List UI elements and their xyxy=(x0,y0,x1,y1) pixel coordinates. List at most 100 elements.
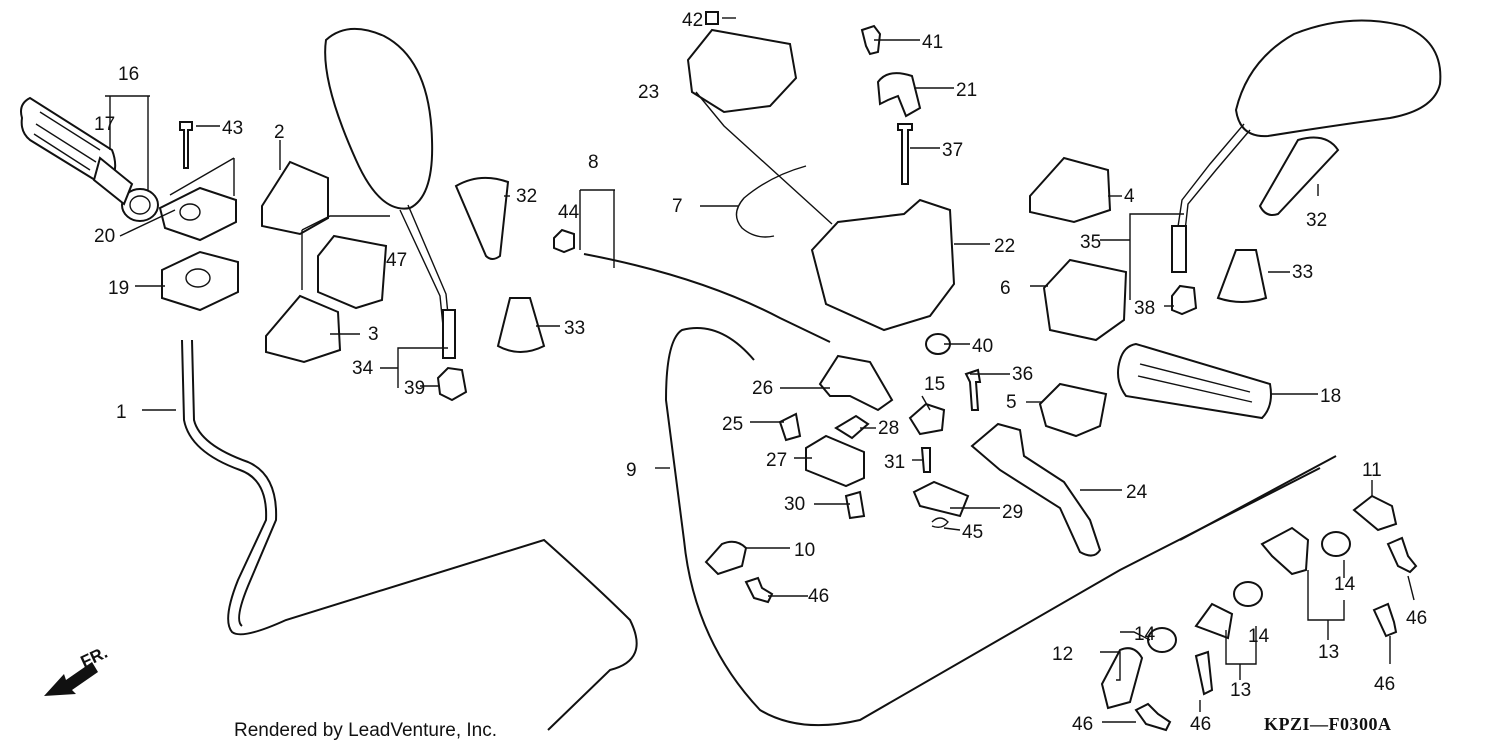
throttle-housing-drawing xyxy=(158,186,239,312)
callout-label: 18 xyxy=(1320,386,1341,407)
grommet-14-c-drawing xyxy=(1147,627,1177,653)
callout-label: 17 xyxy=(94,114,115,135)
grommet-14-b-drawing xyxy=(1233,581,1263,607)
bolt-46-bottom-a-drawing xyxy=(1194,650,1214,696)
callout-label: 46 xyxy=(1072,714,1093,735)
callout-label: 15 xyxy=(924,374,945,395)
callout-label: 38 xyxy=(1134,298,1155,319)
callout-label: 8 xyxy=(588,152,599,173)
callout-label: 19 xyxy=(108,278,129,299)
clamp-21-drawing xyxy=(876,72,922,118)
front-direction-arrow xyxy=(44,662,98,696)
callout-label: 27 xyxy=(766,450,787,471)
callout-label: 22 xyxy=(994,236,1015,257)
callout-labels: 1 2 3 4 5 6 7 8 9 10 11 12 13 13 13 14 1… xyxy=(94,10,1427,735)
wire-7-drawing xyxy=(735,165,807,238)
callout-label: 14 xyxy=(1334,574,1356,595)
callout-label: 10 xyxy=(794,540,815,561)
callout-label: 6 xyxy=(1000,278,1011,299)
clip-45-drawing xyxy=(931,517,949,529)
clamp-12-drawing xyxy=(1100,647,1144,710)
nut-44-drawing xyxy=(553,228,575,254)
callout-label: 12 xyxy=(1052,644,1073,665)
diagram-code: KPZI—F0300A xyxy=(1264,714,1392,734)
callout-label: 47 xyxy=(386,250,407,271)
callout-label: 2 xyxy=(274,122,285,143)
bracket-29-drawing xyxy=(912,480,970,518)
callout-label: 20 xyxy=(94,226,115,247)
grommet-14-a-drawing xyxy=(1321,531,1351,557)
switch-housing-22-drawing xyxy=(810,198,956,332)
plate-47-drawing xyxy=(317,234,388,310)
callout-label: 25 xyxy=(722,414,743,435)
callout-label: 46 xyxy=(1406,608,1427,629)
callout-label: 30 xyxy=(784,494,805,515)
callout-label: 37 xyxy=(942,140,963,161)
callout-label: 34 xyxy=(352,358,374,379)
switch-2-drawing xyxy=(261,160,329,236)
callout-label: 13 xyxy=(1318,642,1339,663)
screw-42-drawing xyxy=(705,11,719,25)
callout-label: 41 xyxy=(922,32,943,53)
part-drawings xyxy=(20,11,1442,732)
bolt-46-right-a-drawing xyxy=(1386,536,1418,574)
callout-label: 46 xyxy=(808,586,829,607)
switch-4-drawing xyxy=(1029,156,1112,224)
callout-label: 11 xyxy=(1362,460,1382,481)
spring-25-drawing xyxy=(778,412,802,442)
right-mirror-drawing xyxy=(1171,19,1442,273)
spring-30-drawing xyxy=(844,490,866,520)
left-grip-drawing xyxy=(20,96,159,222)
callout-label: 39 xyxy=(404,378,425,399)
callout-label: 14 xyxy=(1248,626,1270,647)
throttle-cable-drawing xyxy=(181,339,638,731)
callout-label: 36 xyxy=(1012,364,1033,385)
callout-label: 4 xyxy=(1124,186,1135,207)
callout-label: 1 xyxy=(116,402,127,423)
boot-32-left-drawing xyxy=(454,176,510,260)
callout-label: 7 xyxy=(672,196,683,217)
callout-label: 26 xyxy=(752,378,773,399)
bolt-46-mid-drawing xyxy=(744,576,774,604)
boot-33-left-drawing xyxy=(496,297,546,353)
cover-23-drawing xyxy=(686,28,798,114)
right-grip-drawing xyxy=(1117,342,1272,420)
cable-9-drawing xyxy=(664,327,1321,727)
clamp-10-drawing xyxy=(704,540,748,576)
callout-label: 32 xyxy=(1306,210,1327,231)
bolt-41-drawing xyxy=(860,24,882,56)
callout-label: 9 xyxy=(626,460,637,481)
switch-6-drawing xyxy=(1042,258,1128,342)
credit-text: Rendered by LeadVenture, Inc. xyxy=(234,720,497,741)
callout-label: 42 xyxy=(682,10,703,31)
bracket-11-drawing xyxy=(1352,494,1398,532)
callout-label: 21 xyxy=(956,80,977,101)
boot-32-right-drawing xyxy=(1258,136,1340,216)
callout-label: 33 xyxy=(1292,262,1313,283)
callout-label: 23 xyxy=(638,82,659,103)
callout-label: 35 xyxy=(1080,232,1101,253)
callout-label: 44 xyxy=(558,202,580,223)
clamp-13-upper-drawing xyxy=(1260,526,1310,576)
front-direction-label: FR. xyxy=(78,643,111,672)
bolt-46-bottom-b-drawing xyxy=(1134,702,1172,732)
bracket-26-drawing xyxy=(818,354,894,412)
callout-label: 46 xyxy=(1190,714,1211,735)
clamp-13-lower-drawing xyxy=(1194,602,1234,640)
callout-label: 33 xyxy=(564,318,585,339)
callout-label: 31 xyxy=(884,452,905,473)
callout-label: 40 xyxy=(972,336,993,357)
callout-label: 46 xyxy=(1374,674,1395,695)
callout-label: 32 xyxy=(516,186,537,207)
callout-label: 24 xyxy=(1126,482,1148,503)
nut-39-drawing xyxy=(436,366,468,402)
pin-31-drawing xyxy=(920,447,931,473)
callout-label: 5 xyxy=(1006,392,1017,413)
callout-label: 14 xyxy=(1134,624,1156,645)
plate-28-drawing xyxy=(834,414,870,440)
lever-24-drawing xyxy=(970,422,1102,557)
switch-5-drawing xyxy=(1038,382,1108,438)
holder-27-drawing xyxy=(805,434,865,488)
